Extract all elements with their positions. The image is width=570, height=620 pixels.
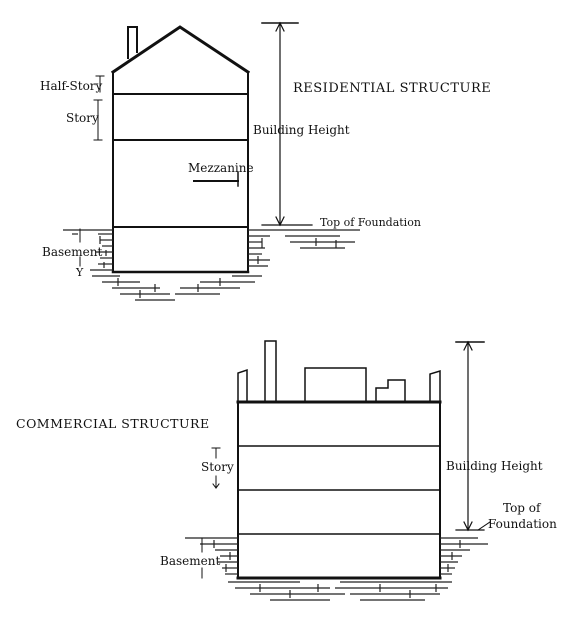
residential-ground-right [175,229,360,295]
commercial-parapet-right [429,369,441,403]
commercial-ground-left [185,537,345,601]
commercial-top-of-foundation-label-line2: Foundation [488,517,557,531]
residential-ground-left [63,229,175,301]
commercial-parapet-left [237,368,248,403]
residential-story-label: Story [66,111,99,125]
residential-mezzanine-label: Mezzanine [188,161,254,175]
commercial-story-arrow [212,483,220,489]
commercial-title: COMMERCIAL STRUCTURE [16,416,210,431]
commercial-ground-right [335,537,488,601]
residential-y-label: Y [75,266,84,279]
commercial-story-label: Story [201,460,234,474]
residential-structure: RESIDENTIAL STRUCTURE Half-Story Story B… [40,21,491,301]
commercial-building-height-arrow-up [463,340,473,351]
commercial-top-of-foundation-label-line1: Top of [503,501,542,515]
commercial-foundation-leader [477,521,491,531]
commercial-structure: COMMERCIAL STRUCTURE Story Building Heig… [16,340,557,601]
residential-building-height-label: Building Height [253,123,350,137]
commercial-basement-label: Basement [160,554,220,568]
residential-title: RESIDENTIAL STRUCTURE [293,81,491,96]
residential-chimney [127,26,138,59]
residential-basement-label: Basement [42,245,102,259]
commercial-rooftop-penthouse [304,367,367,401]
commercial-rooftop-equipment [375,379,406,401]
commercial-building-height-label: Building Height [446,459,543,473]
residential-half-story-label: Half-Story [40,79,103,93]
commercial-rooftop-stack [264,340,277,401]
residential-roof [110,25,251,75]
residential-top-of-foundation-label: Top of Foundation [320,216,421,229]
building-height-arrow-up [275,21,285,32]
